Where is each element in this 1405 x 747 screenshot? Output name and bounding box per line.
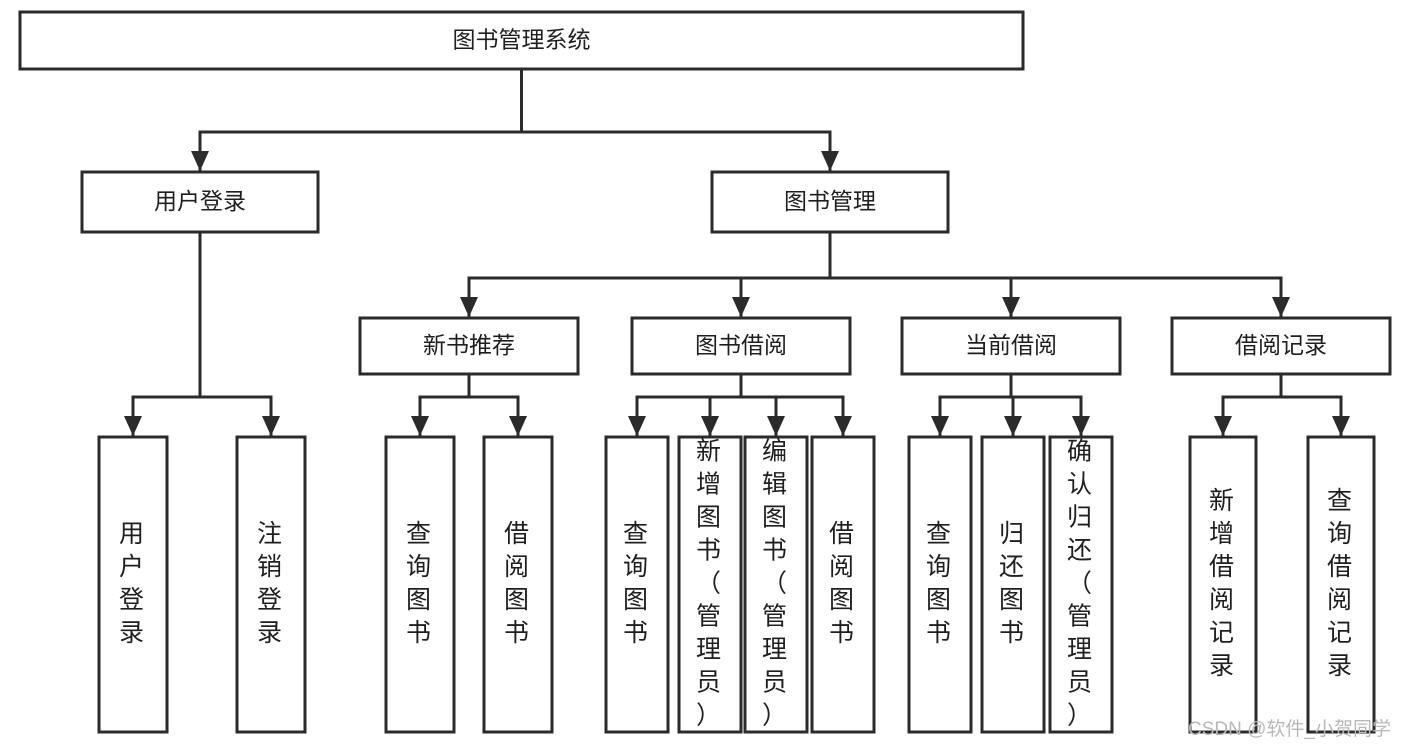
node-box-current-borrow	[900, 316, 1122, 376]
node-leaf-add-book-admin[interactable]: 新增图书（管理员）	[677, 435, 743, 734]
node-current-borrow[interactable]: 当前借阅	[900, 316, 1122, 376]
node-box-borrow-record	[1170, 316, 1392, 376]
node-leaf-query-book-1[interactable]: 查询图书	[384, 435, 456, 734]
node-leaf-user-login[interactable]: 用户登录	[97, 435, 169, 734]
node-label-leaf-user-login: 用户登录	[119, 520, 147, 647]
node-book-management[interactable]: 图书管理	[710, 170, 950, 234]
node-box-new-book-recommend	[358, 316, 580, 376]
arrow-head-leaf-add-borrow-record	[1214, 416, 1232, 436]
watermark-label: CSDN @软件_小贺同学	[1188, 719, 1391, 740]
node-label-leaf-borrow-book-1: 借阅图书	[504, 520, 532, 647]
arrow-head-leaf-user-login	[124, 416, 142, 436]
node-box-leaf-borrow-book-2	[810, 435, 876, 734]
node-label-current-borrow: 当前借阅	[965, 332, 1057, 358]
connectors-layer	[124, 67, 1350, 437]
arrow-head-leaf-confirm-return-admin	[1072, 416, 1090, 436]
arrow-head-leaf-query-book-2	[628, 416, 646, 436]
node-leaf-edit-book-admin[interactable]: 编辑图书（管理员）	[743, 435, 809, 734]
arrow-head-leaf-query-book-1	[411, 416, 429, 436]
node-box-leaf-query-book-2	[604, 435, 670, 734]
node-label-book-borrow: 图书借阅	[695, 332, 787, 358]
arrow-head-leaf-query-book-3	[931, 416, 949, 436]
arrow-head-book-borrow	[732, 297, 750, 317]
node-label-root: 图书管理系统	[453, 27, 591, 53]
arrow-head-leaf-add-book-admin	[701, 416, 719, 436]
arrow-head-leaf-borrow-book-2	[834, 416, 852, 436]
node-label-leaf-add-borrow-record: 新增借阅记录	[1209, 487, 1237, 680]
node-leaf-confirm-return-admin[interactable]: 确认归还（管理员）	[1048, 435, 1114, 734]
node-box-leaf-query-book-1	[384, 435, 456, 734]
node-label-borrow-record: 借阅记录	[1235, 332, 1327, 358]
arrow-head-user-login	[191, 151, 209, 171]
node-box-leaf-borrow-book-1	[482, 435, 554, 734]
arrow-head-leaf-query-borrow-record	[1332, 416, 1350, 436]
arrow-head-new-book-recommend	[460, 297, 478, 317]
node-leaf-query-book-3[interactable]: 查询图书	[907, 435, 973, 734]
node-label-leaf-user-logout: 注销登录	[257, 520, 285, 647]
arrow-head-leaf-edit-book-admin	[767, 416, 785, 436]
node-box-root	[18, 10, 1025, 71]
node-label-leaf-borrow-book-2: 借阅图书	[829, 520, 857, 647]
node-user-login[interactable]: 用户登录	[80, 170, 320, 234]
arrow-head-book-management	[821, 151, 839, 171]
nodes-layer: 图书管理系统用户登录图书管理新书推荐图书借阅当前借阅借阅记录用户登录注销登录查询…	[18, 10, 1392, 734]
node-box-leaf-user-login	[97, 435, 169, 734]
node-label-user-login: 用户登录	[154, 188, 246, 214]
arrow-head-current-borrow	[1002, 297, 1020, 317]
node-box-leaf-query-borrow-record	[1306, 435, 1376, 734]
node-leaf-query-book-2[interactable]: 查询图书	[604, 435, 670, 734]
node-box-book-borrow	[630, 316, 852, 376]
node-label-book-management: 图书管理	[784, 188, 876, 214]
node-label-new-book-recommend: 新书推荐	[423, 332, 515, 358]
node-new-book-recommend[interactable]: 新书推荐	[358, 316, 580, 376]
node-leaf-borrow-book-1[interactable]: 借阅图书	[482, 435, 554, 734]
node-borrow-record[interactable]: 借阅记录	[1170, 316, 1392, 376]
node-box-leaf-add-book-admin	[677, 435, 743, 734]
node-box-leaf-return-book	[980, 435, 1046, 734]
node-box-leaf-query-book-3	[907, 435, 973, 734]
node-box-leaf-add-borrow-record	[1188, 435, 1258, 734]
node-label-leaf-query-borrow-record: 查询借阅记录	[1327, 487, 1355, 680]
node-leaf-return-book[interactable]: 归还图书	[980, 435, 1046, 734]
node-root[interactable]: 图书管理系统	[18, 10, 1025, 71]
node-leaf-borrow-book-2[interactable]: 借阅图书	[810, 435, 876, 734]
node-label-leaf-confirm-return-admin: 确认归还（管理员）	[1067, 437, 1095, 729]
node-label-leaf-return-book: 归还图书	[999, 520, 1027, 647]
arrow-head-borrow-record	[1272, 297, 1290, 317]
node-box-user-login	[80, 170, 320, 234]
node-box-book-management	[710, 170, 950, 234]
node-box-leaf-edit-book-admin	[743, 435, 809, 734]
node-label-leaf-query-book-3: 查询图书	[926, 520, 954, 647]
node-box-leaf-user-logout	[235, 435, 307, 734]
node-label-leaf-query-book-2: 查询图书	[623, 520, 651, 647]
arrow-head-leaf-user-logout	[262, 416, 280, 436]
node-leaf-query-borrow-record[interactable]: 查询借阅记录	[1306, 435, 1376, 734]
node-leaf-add-borrow-record[interactable]: 新增借阅记录	[1188, 435, 1258, 734]
node-label-leaf-edit-book-admin: 编辑图书（管理员）	[762, 437, 790, 729]
node-book-borrow[interactable]: 图书借阅	[630, 316, 852, 376]
node-label-leaf-add-book-admin: 新增图书（管理员）	[696, 437, 724, 729]
node-label-leaf-query-book-1: 查询图书	[406, 520, 434, 647]
node-leaf-user-logout[interactable]: 注销登录	[235, 435, 307, 734]
arrow-head-leaf-return-book	[1004, 416, 1022, 436]
node-box-leaf-confirm-return-admin	[1048, 435, 1114, 734]
arrow-head-leaf-borrow-book-1	[509, 416, 527, 436]
